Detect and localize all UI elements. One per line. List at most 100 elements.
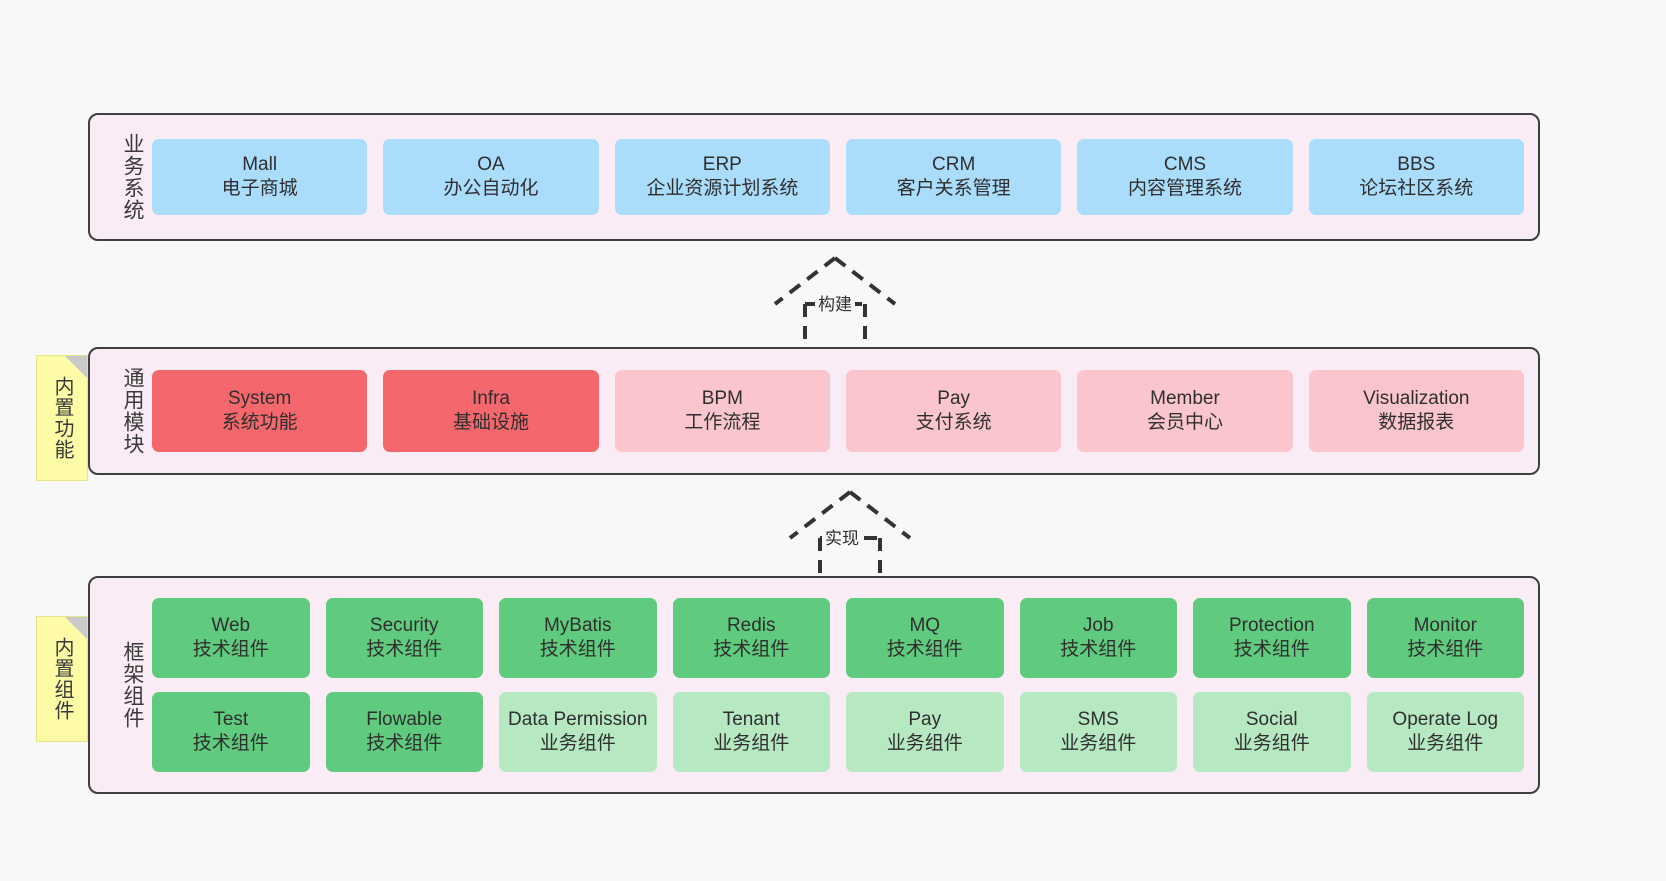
- component-name: Tenant: [722, 708, 780, 730]
- component-name: Operate Log: [1392, 708, 1499, 730]
- component-name: OA: [477, 153, 505, 175]
- component-name: MyBatis: [543, 614, 612, 636]
- component-box-oa[interactable]: OA 办公自动化: [383, 139, 599, 215]
- component-name: Visualization: [1363, 387, 1470, 409]
- component-name: Social: [1245, 708, 1298, 730]
- component-description: 业务组件: [713, 733, 790, 754]
- layer-business-systems: 业务系统 Mall 电子商城 OA 办公自动化 ERP 企业资源计划系统 CRM 客户关系管理…: [88, 113, 1540, 241]
- layer-label-business-systems: 业务系统: [121, 133, 144, 221]
- component-description: 系统功能: [221, 412, 298, 433]
- component-description: 业务组件: [1233, 733, 1310, 754]
- connector-build: 构建: [745, 252, 925, 348]
- component-box-visualization[interactable]: Visualization 数据报表: [1308, 370, 1524, 452]
- component-name: Data Permission: [508, 708, 648, 730]
- component-description: 技术组件: [192, 733, 269, 754]
- component-box-protection[interactable]: Protection 技术组件: [1193, 598, 1351, 678]
- component-box-redis[interactable]: Redis 技术组件: [672, 598, 830, 678]
- component-box-social[interactable]: Social 业务组件: [1193, 692, 1351, 772]
- component-box-data-permission[interactable]: Data Permission 业务组件: [499, 692, 657, 772]
- component-box-sms[interactable]: SMS 业务组件: [1019, 692, 1177, 772]
- component-description: 技术组件: [886, 639, 963, 660]
- component-box-pay[interactable]: Pay 业务组件: [846, 692, 1004, 772]
- component-box-security[interactable]: Security 技术组件: [325, 598, 483, 678]
- component-name: CRM: [932, 153, 976, 175]
- component-box-web[interactable]: Web 技术组件: [152, 598, 310, 678]
- component-name: BPM: [701, 387, 743, 409]
- component-description: 技术组件: [713, 639, 790, 660]
- component-box-job[interactable]: Job 技术组件: [1019, 598, 1177, 678]
- component-description: 内容管理系统: [1127, 178, 1242, 199]
- component-name: System: [227, 387, 292, 409]
- component-box-mall[interactable]: Mall 电子商城: [152, 139, 368, 215]
- component-description: 业务组件: [1407, 733, 1484, 754]
- component-description: 技术组件: [1233, 639, 1310, 660]
- component-box-cms[interactable]: CMS 内容管理系统: [1077, 139, 1293, 215]
- component-row: Mall 电子商城 OA 办公自动化 ERP 企业资源计划系统 CRM 客户关系管理 CMS 内容…: [152, 139, 1524, 215]
- component-description: 技术组件: [1060, 639, 1137, 660]
- component-description: 工作流程: [684, 412, 761, 433]
- component-description: 技术组件: [192, 639, 269, 660]
- component-description: 基础设施: [452, 412, 529, 433]
- component-name: Redis: [726, 614, 776, 636]
- layer-label-framework-components: 框架组件: [121, 641, 144, 729]
- sticky-note-builtin-components-label: 内置组件: [51, 637, 73, 721]
- component-box-mybatis[interactable]: MyBatis 技术组件: [499, 598, 657, 678]
- component-name: Protection: [1228, 614, 1315, 636]
- component-box-bbs[interactable]: BBS 论坛社区系统: [1308, 139, 1524, 215]
- component-description: 论坛社区系统: [1359, 178, 1474, 199]
- component-name: BBS: [1397, 153, 1436, 175]
- component-name: Pay: [937, 387, 971, 409]
- sticky-note-builtin-components: 内置组件: [36, 616, 88, 742]
- component-description: 技术组件: [366, 733, 443, 754]
- component-description: 会员中心: [1146, 412, 1223, 433]
- note-fold-corner-icon: [65, 617, 87, 639]
- component-box-crm[interactable]: CRM 客户关系管理: [845, 139, 1062, 215]
- component-name: SMS: [1077, 708, 1119, 730]
- component-name: ERP: [702, 153, 742, 175]
- component-description: 电子商城: [221, 178, 298, 199]
- component-name: Job: [1082, 614, 1114, 636]
- component-box-mq[interactable]: MQ 技术组件: [846, 598, 1004, 678]
- component-name: Security: [369, 614, 439, 636]
- component-box-tenant[interactable]: Tenant 业务组件: [672, 692, 830, 772]
- component-description: 业务组件: [539, 733, 616, 754]
- connector-implement-label: 实现: [822, 524, 862, 549]
- component-description: 数据报表: [1378, 412, 1455, 433]
- component-name: Member: [1150, 387, 1220, 409]
- component-box-bpm[interactable]: BPM 工作流程: [614, 370, 830, 452]
- component-box-system[interactable]: System 系统功能: [152, 370, 368, 452]
- component-name: MQ: [909, 614, 941, 636]
- component-name: CMS: [1163, 153, 1207, 175]
- sticky-note-builtin-functions: 内置功能: [36, 355, 88, 481]
- component-description: 技术组件: [366, 639, 443, 660]
- component-description: 技术组件: [539, 639, 616, 660]
- component-name: Web: [211, 614, 251, 636]
- layer-body-business-systems: Mall 电子商城 OA 办公自动化 ERP 企业资源计划系统 CRM 客户关系管理 CMS 内容…: [144, 115, 1538, 239]
- connector-implement: 实现: [760, 486, 940, 582]
- component-name: Monitor: [1413, 614, 1477, 636]
- component-description: 业务组件: [886, 733, 963, 754]
- component-description: 办公自动化: [443, 178, 539, 199]
- component-description: 客户关系管理: [896, 178, 1011, 199]
- component-name: Mall: [242, 153, 278, 175]
- component-description: 业务组件: [1060, 733, 1137, 754]
- component-box-operate-log[interactable]: Operate Log 业务组件: [1366, 692, 1524, 772]
- note-fold-corner-icon: [65, 356, 87, 378]
- component-box-erp[interactable]: ERP 企业资源计划系统: [614, 139, 830, 215]
- component-description: 企业资源计划系统: [646, 178, 799, 199]
- component-name: Pay: [908, 708, 942, 730]
- component-box-member[interactable]: Member 会员中心: [1077, 370, 1293, 452]
- layer-label-common-modules: 通用模块: [121, 367, 144, 455]
